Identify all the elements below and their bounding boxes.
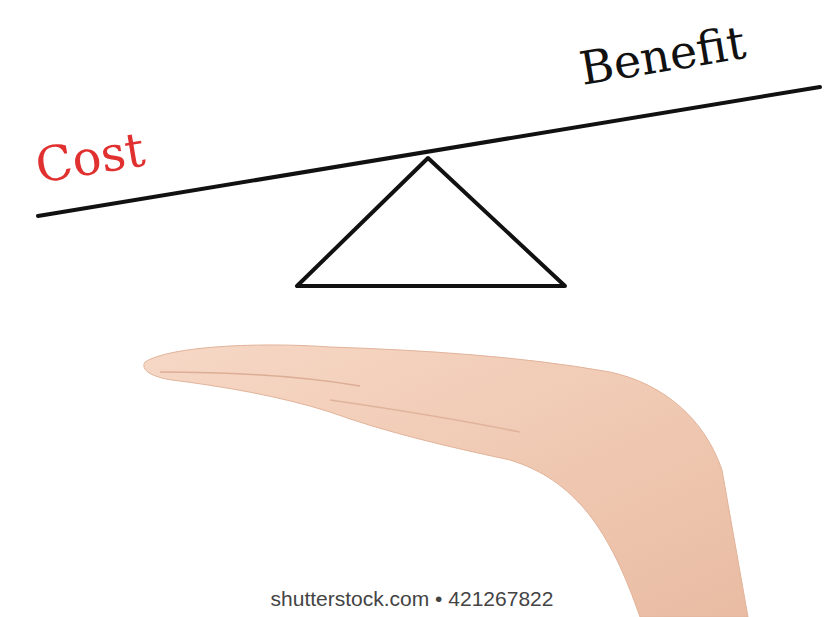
cost-label: Cost: [32, 125, 148, 190]
seesaw-beam: [38, 87, 820, 216]
finger-crease: [160, 372, 360, 386]
palm-crease: [330, 400, 520, 432]
watermark: shutterstock.com • 421267822: [271, 588, 554, 609]
benefit-label: Benefit: [576, 19, 748, 92]
open-hand: [144, 345, 748, 617]
fulcrum-triangle: [297, 158, 565, 286]
hand-palm: [144, 345, 748, 617]
